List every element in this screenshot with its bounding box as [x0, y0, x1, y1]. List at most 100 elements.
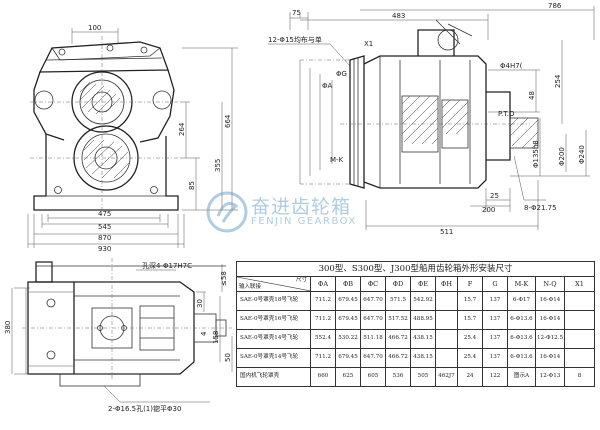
- label-phi-dup: Φ4H7(: [500, 62, 523, 70]
- table-cell: 605: [360, 367, 386, 387]
- col-header: M-K: [507, 276, 536, 292]
- table-cell: 505: [410, 367, 436, 387]
- dim-254: 254: [554, 74, 562, 88]
- dim-30: 30: [196, 299, 204, 308]
- table-cell: 8: [563, 367, 596, 387]
- table-cell: 12-Φ13: [535, 367, 565, 387]
- dim-phi240: Φ240: [578, 145, 586, 164]
- row-label: SAE-0号罩壳14号飞轮: [236, 329, 311, 349]
- foot-note: 2-Φ16.5孔(1)锪平Φ30: [108, 404, 181, 413]
- table-cell: 图示A: [507, 367, 536, 387]
- table-cell: 16-Φ14: [535, 310, 565, 330]
- col-header: ΦC: [360, 276, 386, 292]
- table-cell: 6-Φ13.6: [507, 310, 536, 330]
- table-cell: 466.72: [385, 329, 411, 349]
- col-header: F: [457, 276, 483, 292]
- col-header: ΦB: [335, 276, 361, 292]
- dim-545: 545: [98, 223, 111, 231]
- table-cell: 137: [482, 291, 508, 311]
- dim-25: 25: [490, 192, 499, 200]
- col-header: ΦD: [385, 276, 411, 292]
- table-cell: 679.45: [335, 310, 361, 330]
- col-header: ΦE: [410, 276, 436, 292]
- dim-930: 930: [98, 245, 111, 253]
- table-cell: 647.70: [360, 310, 386, 330]
- dim-phi200: Φ200: [558, 147, 566, 166]
- dim-48: 48: [528, 91, 536, 100]
- dim-phi135: Φ135h8: [532, 140, 540, 168]
- label-phiA: ΦA: [322, 82, 333, 90]
- table-cell: 536: [385, 367, 411, 387]
- table-cell: [563, 291, 596, 311]
- table-cell: [435, 310, 458, 330]
- col-header: N-Q: [535, 276, 565, 292]
- table-cell: [563, 329, 596, 349]
- hole-note: 12-Φ15均布与单: [268, 35, 322, 44]
- table-cell: 711.2: [310, 310, 336, 330]
- label-x1: X1: [364, 40, 373, 48]
- table-cell: 438.15: [410, 348, 436, 368]
- table-cell: 711.2: [310, 348, 336, 368]
- table-cell: 137: [482, 329, 508, 349]
- table-row: SAE-0号罩壳14号飞轮 711.2 679.45 647.70 466.72…: [236, 348, 596, 368]
- corner-top: 尺寸: [295, 277, 307, 283]
- table-cell: 25.4: [457, 329, 483, 349]
- dim-786: 786: [548, 2, 562, 10]
- table-header-row: 尺寸 输入联接 ΦA ΦB ΦC ΦD ΦE ΦH F G M-K N-Q X1: [236, 276, 596, 292]
- label-pto: P.T.O: [498, 110, 515, 118]
- table-cell: 552.4: [310, 329, 336, 349]
- table-cell: 679.45: [335, 348, 361, 368]
- table-cell: 12-Φ12.5: [535, 329, 565, 349]
- table-cell: 6-Φ13.6: [507, 329, 536, 349]
- fenjin-logo-icon: [206, 191, 248, 233]
- dim-380: 380: [4, 321, 12, 334]
- table-cell: 466.72: [385, 348, 411, 368]
- table-cell: 25.4: [457, 348, 483, 368]
- watermark-en: FENJIN GEARBOX: [251, 216, 357, 227]
- dim-85: 85: [188, 181, 196, 190]
- table-cell: 660: [310, 367, 336, 387]
- watermark-cn: 奋进齿轮箱: [251, 196, 352, 218]
- dim-355: 355: [214, 159, 222, 172]
- table-cell: 16-Φ14: [535, 348, 565, 368]
- table-row: SAE-0号罩壳18号飞轮 711.2 679.45 647.70 571.5 …: [236, 291, 596, 311]
- dim-4: 4: [200, 331, 208, 336]
- table-cell: 24: [457, 367, 483, 387]
- table-cell: [435, 348, 458, 368]
- label-mk: M-K: [330, 156, 344, 164]
- corner-diagonal: [238, 277, 310, 291]
- table-cell: 625: [335, 367, 361, 387]
- table-cell: 462J7: [435, 367, 458, 387]
- table-cell: 488.95: [410, 310, 436, 330]
- bolt-note: 8-Φ21.75: [524, 204, 557, 212]
- table-cell: 137: [482, 310, 508, 330]
- table-cell: 137: [482, 348, 508, 368]
- table-cell: [563, 310, 596, 330]
- table-title: 300型、S300型、J300型船用齿轮箱外形安装尺寸: [235, 261, 596, 277]
- table-cell: [435, 291, 458, 311]
- table-cell: 15.7: [457, 310, 483, 330]
- side-view: 75 786 483 12-Φ15均布与单 X1 ΦG ΦA M-K: [268, 2, 595, 236]
- row-label: SAE-0号罩壳14号飞轮: [236, 348, 311, 368]
- table-cell: 16-Φ14: [535, 291, 565, 311]
- table-cell: [563, 348, 596, 368]
- dim-483: 483: [392, 12, 405, 20]
- table-cell: 530.22: [335, 329, 361, 349]
- table-cell: 711.2: [310, 291, 336, 311]
- row-label: 国内机飞轮罩壳: [236, 367, 311, 387]
- dim-870: 870: [98, 234, 111, 242]
- table-cell: 542.92: [410, 291, 436, 311]
- table-cell: 571.5: [385, 291, 411, 311]
- dim-158: 158: [212, 331, 220, 344]
- col-header: ΦH: [435, 276, 458, 292]
- dim-50: 50: [224, 353, 232, 362]
- row-label: SAE-0号罩壳18号飞轮: [236, 291, 311, 311]
- dim-200: 200: [482, 206, 495, 214]
- table-cell: [435, 329, 458, 349]
- table-cell: 438.15: [410, 329, 436, 349]
- table-cell: 517.52: [385, 310, 411, 330]
- dim-664: 664: [224, 114, 232, 128]
- dim-475: 475: [98, 210, 111, 218]
- table-cell: 6-Φ17: [507, 291, 536, 311]
